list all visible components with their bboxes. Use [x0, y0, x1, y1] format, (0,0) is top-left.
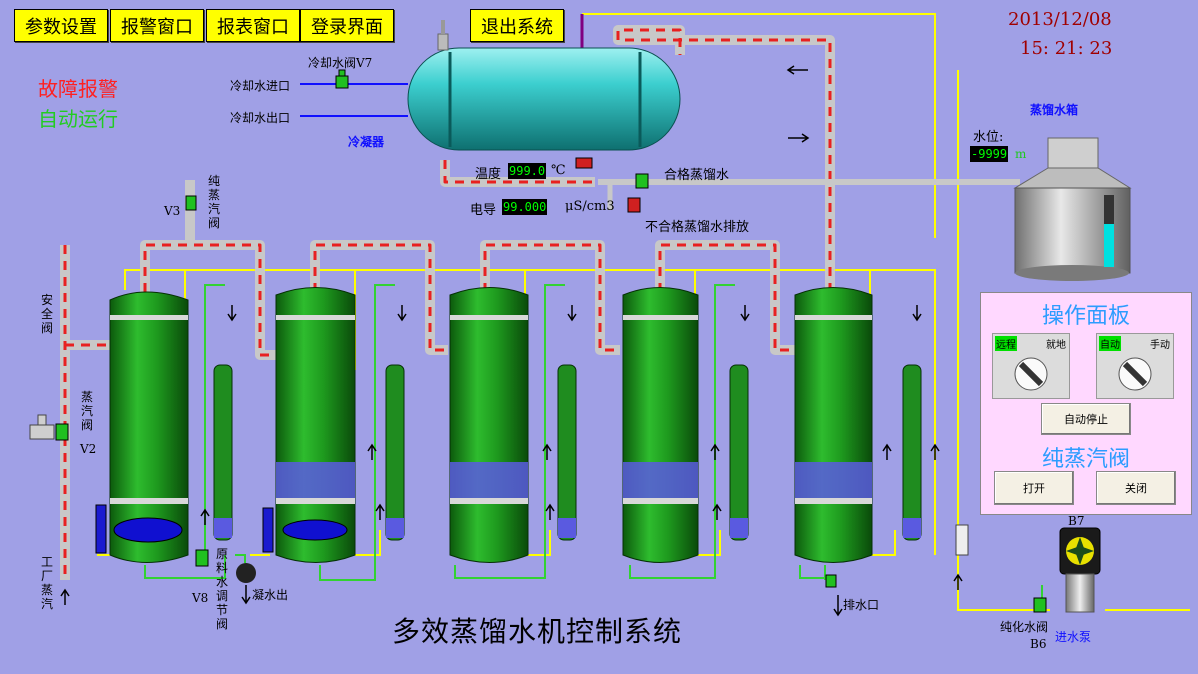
- factory-steam-label: 工厂蒸汽: [40, 555, 53, 611]
- conductivity-readout: 99.000: [502, 199, 548, 215]
- column-4: [622, 287, 699, 563]
- panel-title: 操作面板: [1041, 304, 1130, 329]
- safety-valve-label: 安全阀: [40, 293, 53, 335]
- valve-v2-tag: V2: [80, 442, 97, 456]
- pump-b7-tag: B7: [1068, 514, 1085, 528]
- pump-b7: [1059, 527, 1101, 613]
- remote-label: 远程: [995, 336, 1017, 351]
- qualified-water-label: 合格蒸馏水: [664, 168, 730, 183]
- tank-level-label: 水位:: [973, 130, 1004, 145]
- time-display: 15: 21: 23: [1020, 38, 1113, 59]
- inlet-pump-label: 进水泵: [1055, 630, 1092, 644]
- valve-close-button[interactable]: 关闭: [1096, 471, 1176, 505]
- operation-panel: 操作面板 远程 就地 自动 手动 自动停止 纯蒸汽阀 打开 关闭: [980, 292, 1192, 515]
- valve-icons: [29, 69, 1047, 613]
- valve-v7-label: 冷却水阀V7: [308, 56, 373, 70]
- temperature-label: 温度: [475, 167, 502, 182]
- selector-knob-icon: [1014, 357, 1048, 391]
- condensate-pipes: [144, 284, 1043, 612]
- fault-alarm-status[interactable]: 故障报警: [38, 77, 118, 101]
- pure-steam-valve-label: 纯蒸汽阀: [207, 174, 220, 230]
- tank-level-unit: m: [1015, 147, 1027, 161]
- evaporator-columns: [95, 287, 873, 563]
- cooling-water-in-label: 冷却水进口: [230, 79, 291, 93]
- selector-knob-icon: [1118, 357, 1152, 391]
- valve-v8-tag: V8: [192, 591, 209, 605]
- conductivity-unit: μS/cm3: [565, 199, 615, 214]
- conductivity-label: 电导: [470, 203, 497, 218]
- pure-water-valve-label: 纯化水阀: [1000, 620, 1049, 634]
- valve-open-button[interactable]: 打开: [994, 471, 1074, 505]
- login-button[interactable]: 登录界面: [300, 9, 394, 42]
- auto-label: 自动: [1099, 336, 1121, 351]
- distilled-water-tank: [1013, 137, 1132, 281]
- condensate-outlet-label: 凝水出: [252, 588, 289, 602]
- flow-arrows: [60, 65, 963, 617]
- local-label: 就地: [1046, 340, 1066, 351]
- temperature-unit: ℃: [551, 163, 566, 178]
- exit-button[interactable]: 退出系统: [470, 9, 564, 42]
- column-2: [262, 287, 356, 563]
- condenser: [407, 20, 681, 151]
- column-5: [794, 287, 873, 563]
- report-window-button[interactable]: 报表窗口: [206, 9, 300, 42]
- unqualified-water-label: 不合格蒸馏水排放: [645, 220, 750, 235]
- steam-valve-label: 蒸汽阀: [80, 390, 93, 432]
- drain-outlet-label: 排水口: [843, 598, 880, 612]
- temperature-readout: 999.0: [508, 163, 547, 179]
- valve-b6-tag: B6: [1030, 637, 1047, 651]
- system-title: 多效蒸馏水机控制系统: [392, 615, 683, 648]
- auto-stop-button[interactable]: 自动停止: [1041, 403, 1131, 435]
- date-display: 2013/12/08: [1008, 9, 1112, 30]
- params-button[interactable]: 参数设置: [14, 9, 108, 42]
- pure-steam-valve-title: 纯蒸汽阀: [1041, 447, 1130, 472]
- valve-v3-tag: V3: [164, 204, 181, 218]
- manual-label: 手动: [1150, 340, 1170, 351]
- alarm-window-button[interactable]: 报警窗口: [110, 9, 204, 42]
- auto-run-status: 自动运行: [38, 107, 118, 131]
- column-1: [95, 291, 189, 563]
- column-3: [449, 287, 529, 563]
- remote-local-switch[interactable]: 远程 就地: [992, 333, 1070, 399]
- cooling-water-out-label: 冷却水出口: [230, 111, 291, 125]
- feed-water-valve-label: 原料水调节阀: [215, 547, 228, 631]
- condenser-label: 冷凝器: [348, 135, 385, 149]
- tank-level-readout: -9999: [970, 146, 1009, 162]
- auto-manual-switch[interactable]: 自动 手动: [1096, 333, 1174, 399]
- preheater-tubes: [213, 364, 922, 541]
- tank-title: 蒸馏水箱: [1030, 103, 1079, 117]
